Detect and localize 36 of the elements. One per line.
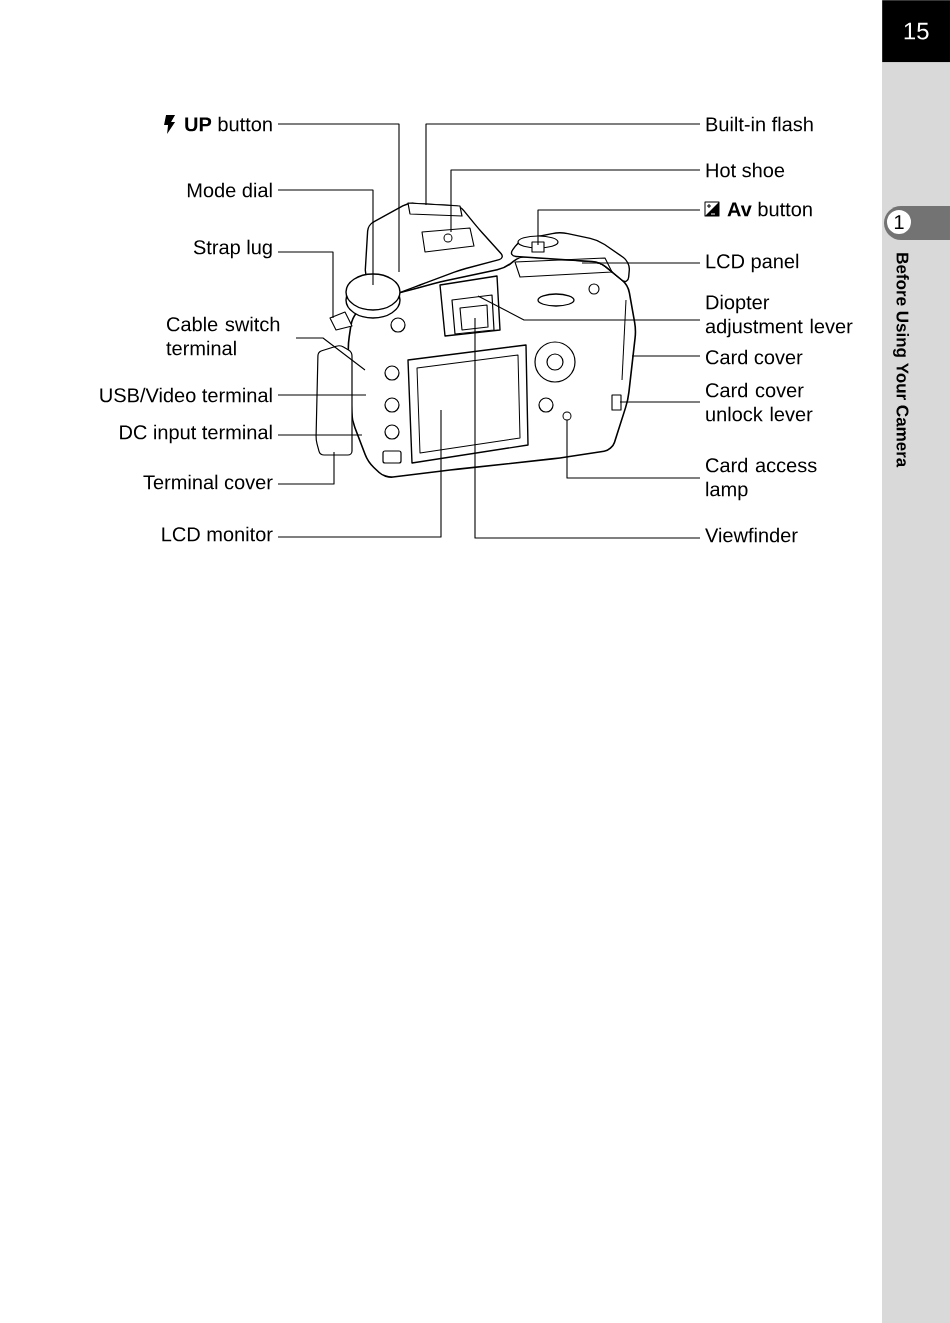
leader-line — [277, 434, 363, 436]
part-label: Hot shoe — [706, 162, 785, 178]
part-label: USB/Video terminal — [100, 387, 272, 403]
leader-line — [477, 295, 701, 321]
leader-line — [277, 189, 374, 286]
leader-line — [277, 409, 442, 538]
part-label: Diopter adjustment lever — [705, 294, 853, 338]
part-label: Cable switch terminal — [166, 316, 280, 356]
part-label: Card access lamp — [706, 457, 817, 501]
part-label: LCD monitor — [162, 526, 273, 542]
part-label: Card cover unlock lever — [706, 382, 813, 422]
leader-line — [581, 262, 701, 264]
leader-line — [450, 169, 701, 233]
leader-line — [277, 251, 334, 319]
leader-line — [619, 401, 701, 403]
leader-line — [425, 123, 701, 206]
part-label: Built-in flash — [706, 116, 813, 132]
camera-drawing — [315, 202, 637, 478]
part-label: Terminal cover — [143, 474, 273, 490]
part-label: LCD panel — [706, 253, 799, 273]
part-label: Av button — [727, 201, 812, 217]
part-label: DC input terminal — [120, 424, 272, 444]
chapter-title: Before Using Your Camera — [893, 253, 909, 468]
part-label: Strap lug — [193, 239, 272, 259]
leader-line — [277, 123, 400, 273]
part-label: Viewfinder — [705, 527, 798, 543]
leader-line — [566, 419, 701, 479]
leader-line — [631, 355, 701, 357]
leader-line — [295, 337, 366, 371]
leader-line — [277, 394, 367, 396]
part-label: Mode dial — [187, 182, 272, 198]
part-label: Card cover — [706, 349, 803, 365]
leader-line — [474, 317, 701, 539]
leader-line — [277, 451, 335, 485]
page-number: 15 — [882, 0, 950, 63]
part-label: UP button — [185, 116, 272, 132]
